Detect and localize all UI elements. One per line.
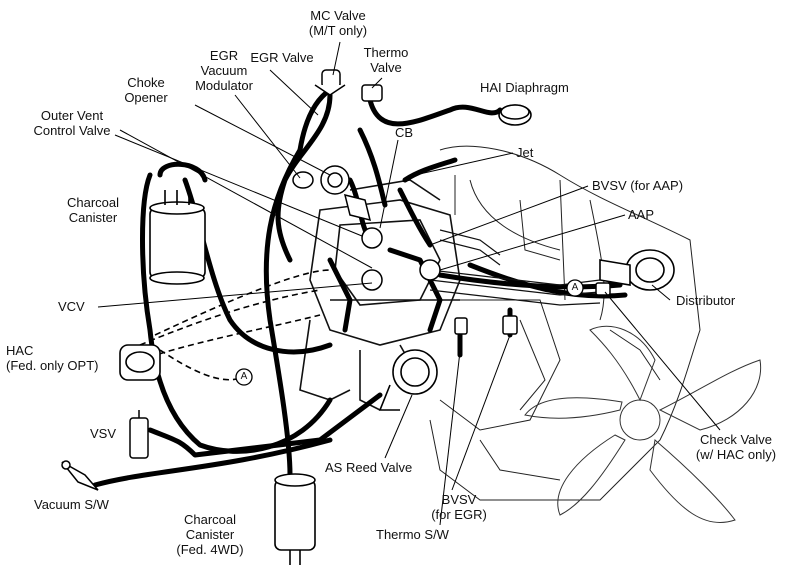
label-thermo-valve: Thermo Valve — [363, 45, 409, 75]
choke-opener-shape — [361, 227, 383, 249]
optional-hoses-dashed — [139, 269, 331, 381]
label-vacuum-sw: Vacuum S/W — [34, 497, 109, 512]
mc-valve-shape — [314, 69, 346, 96]
label-bvsv-aap: BVSV (for AAP) — [592, 178, 684, 193]
leader-lines — [97, 41, 721, 526]
engine-block-outline — [429, 145, 701, 501]
label-distributor: Distributor — [676, 293, 736, 308]
check-valve-shape — [595, 282, 611, 296]
vcv-shape — [361, 269, 383, 291]
label-mc-valve: MC Valve (M/T only) — [308, 8, 368, 38]
hac-shape — [119, 344, 161, 381]
vacuum-sw-shape — [61, 460, 99, 491]
label-outer-vent-control-valve: Outer Vent Control Valve — [33, 108, 111, 138]
cooling-fan-outline — [524, 325, 762, 524]
vsv-shape — [129, 410, 149, 459]
label-jet: Jet — [516, 145, 534, 160]
label-cb: CB — [395, 125, 414, 140]
label-aap: AAP — [628, 207, 655, 222]
label-charcoal-canister: Charcoal Canister — [66, 195, 120, 225]
egr-valve-shape — [320, 165, 372, 222]
charcoal-canister-top-shape — [149, 190, 206, 285]
label-thermo-sw: Thermo S/W — [376, 527, 449, 542]
egr-modulator-shape — [292, 171, 314, 189]
label-bvsv-egr: BVSV (for EGR) — [431, 492, 487, 522]
label-choke-opener: Choke Opener — [124, 75, 168, 105]
aap-shape — [419, 259, 441, 281]
label-charcoal-canister-4wd: Charcoal Canister (Fed. 4WD) — [176, 512, 244, 557]
label-check-valve: Check Valve (w/ HAC only) — [695, 432, 777, 462]
marker-a-left: A — [240, 371, 248, 382]
bvsv-egr-shape — [502, 315, 518, 335]
hai-diaphragm-shape — [498, 104, 532, 126]
label-hac: HAC (Fed. only OPT) — [6, 343, 99, 373]
marker-a-right: A — [571, 282, 579, 293]
label-egr-vacuum-modulator: EGR Vacuum Modulator — [195, 48, 253, 93]
as-reed-valve-shape — [378, 349, 438, 411]
marker-a-left-circle — [235, 368, 253, 386]
label-hai-diaphragm: HAI Diaphragm — [480, 80, 569, 95]
label-vsv: VSV — [90, 426, 117, 441]
metal-tubes — [429, 229, 601, 306]
marker-a-right-circle — [566, 279, 584, 297]
label-egr-valve: EGR Valve — [250, 50, 314, 65]
thermo-valve-shape — [361, 84, 383, 102]
label-vcv: VCV — [58, 299, 85, 314]
charcoal-canister-bottom-shape — [274, 473, 316, 565]
label-as-reed-valve: AS Reed Valve — [325, 460, 413, 475]
thermo-sw-shape — [454, 317, 468, 335]
distributor-shape — [599, 249, 675, 291]
